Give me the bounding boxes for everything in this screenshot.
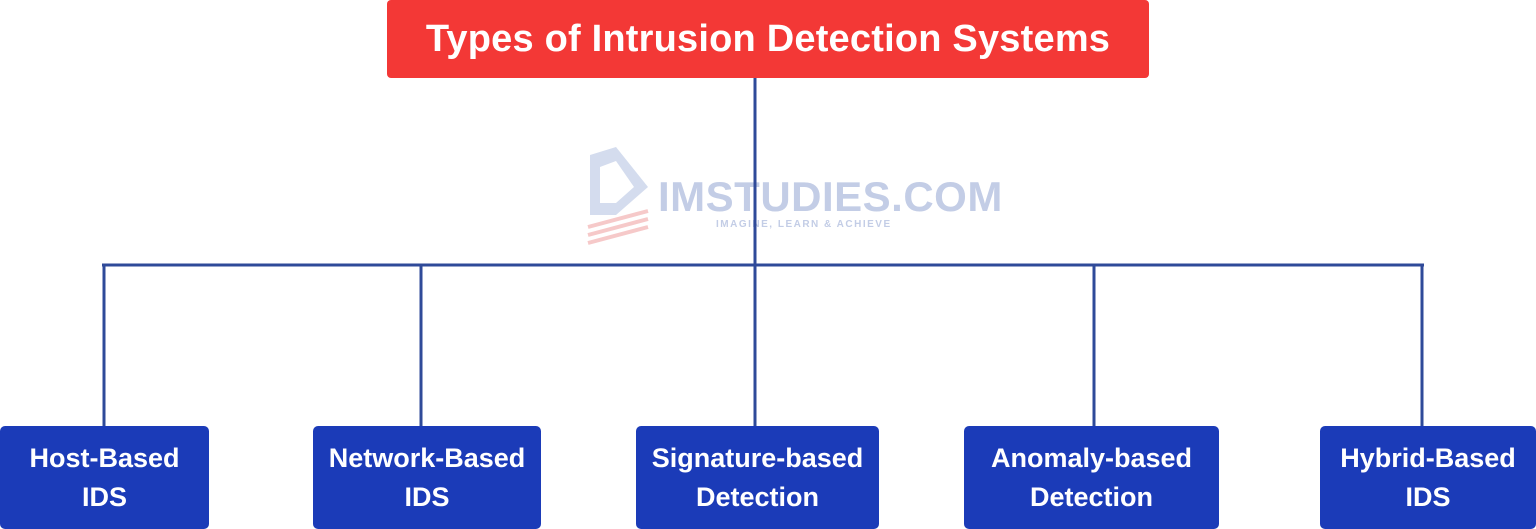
- node-host-based-ids: Host-Based IDS: [0, 426, 209, 529]
- node-label-line1: Anomaly-based: [990, 442, 1193, 473]
- node-label-line1: Host-Based: [29, 442, 180, 473]
- node-label-line1: Network-Based: [328, 442, 526, 473]
- watermark-tagline: IMAGINE, LEARN & ACHIEVE: [716, 219, 892, 230]
- node-network-based-ids: Network-Based IDS: [313, 426, 541, 529]
- node-signature-based-detection: Signature-based Detection: [636, 426, 879, 529]
- node-label-line2: Detection: [695, 481, 820, 512]
- watermark: IMSTUDIES.COM IMAGINE, LEARN & ACHIEVE: [586, 145, 1002, 255]
- node-label-line2: IDS: [1405, 481, 1451, 512]
- root-title: Types of Intrusion Detection Systems: [425, 17, 1111, 60]
- node-anomaly-based-detection: Anomaly-based Detection: [964, 426, 1219, 529]
- node-label-line1: Hybrid-Based: [1340, 442, 1516, 473]
- node-label-line2: Detection: [1029, 481, 1154, 512]
- watermark-name: IMSTUDIES.COM: [658, 173, 1003, 220]
- node-hybrid-based-ids: Hybrid-Based IDS: [1320, 426, 1536, 529]
- root-node: Types of Intrusion Detection Systems: [387, 0, 1149, 78]
- node-label-line2: IDS: [404, 481, 450, 512]
- imstudies-logo-icon: [587, 147, 649, 245]
- node-label-line2: IDS: [81, 481, 127, 512]
- node-label-line1: Signature-based: [651, 442, 864, 473]
